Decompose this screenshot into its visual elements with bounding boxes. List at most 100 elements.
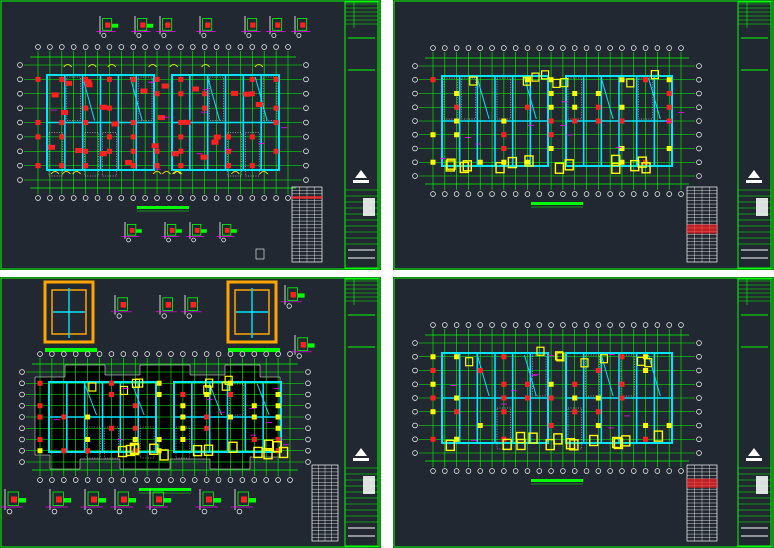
detail-fill	[200, 229, 207, 233]
detail-column	[190, 302, 197, 308]
structural-column	[249, 76, 255, 82]
foundation-detail	[226, 280, 280, 352]
section-detail	[156, 16, 176, 38]
detail-column	[224, 228, 230, 233]
detail-bubble	[116, 508, 123, 515]
axis-bubble	[548, 45, 554, 51]
axis-bubble	[154, 44, 160, 50]
structural-column	[524, 395, 530, 401]
structural-column	[666, 77, 672, 83]
door-swing	[201, 64, 210, 68]
balcony-beam	[459, 161, 469, 174]
detail-fill	[63, 498, 71, 503]
axis-bubble	[166, 44, 172, 50]
stair-diagonal	[476, 354, 490, 397]
axis-bubble	[696, 104, 702, 110]
title-block-frame	[344, 1, 379, 269]
detail-bubble	[296, 353, 302, 359]
axis-bubble	[303, 148, 309, 155]
drawing-sheet-bottom-left[interactable]	[0, 277, 381, 548]
axis-bubble	[465, 322, 472, 328]
structural-column	[249, 134, 255, 140]
balcony-beam	[203, 385, 212, 395]
structural-column	[178, 76, 184, 82]
axis-bubble	[412, 104, 418, 110]
section-detail	[96, 16, 119, 38]
structural-column	[204, 414, 210, 420]
detail-bubble	[126, 237, 131, 243]
structural-column	[156, 437, 162, 442]
axis-bubble	[213, 44, 220, 50]
structural-column	[548, 118, 554, 124]
structural-column	[106, 148, 112, 154]
structural-column	[430, 132, 436, 138]
sheet-svg	[0, 0, 381, 270]
hatch-area	[245, 132, 260, 177]
axis-bubble	[249, 195, 256, 201]
structural-column	[37, 380, 43, 386]
axis-bubble	[607, 45, 613, 51]
detail-bubble	[186, 313, 192, 319]
structural-column	[106, 134, 112, 140]
axis-bubble	[47, 44, 53, 50]
detail-bubble	[101, 33, 107, 38]
axis-bubble	[287, 477, 293, 483]
section-detail	[216, 222, 237, 243]
drawing-sheet-top-left[interactable]	[0, 0, 381, 270]
balcony-beam	[495, 161, 505, 174]
structural-column	[130, 76, 136, 82]
balcony-beam	[553, 433, 563, 445]
axis-bubble	[19, 380, 25, 386]
axis-bubble	[631, 191, 637, 197]
structural-column	[183, 119, 191, 125]
detail-bubble	[136, 33, 142, 38]
structural-column	[108, 392, 114, 397]
axis-bubble	[412, 395, 418, 401]
stair-diagonal	[524, 354, 537, 397]
drawing-sheet-bottom-right[interactable]	[393, 277, 774, 548]
axis-bubble	[17, 177, 23, 183]
axis-bubble	[631, 45, 637, 51]
axis-bubble	[442, 468, 448, 474]
balcony-beam	[131, 378, 141, 388]
stair-diagonal	[129, 76, 143, 121]
structural-column	[154, 148, 160, 154]
axis-bubble	[275, 351, 281, 357]
axis-bubble	[477, 191, 483, 197]
structural-column	[85, 437, 91, 442]
detail-outline	[162, 297, 174, 311]
axis-bubble	[178, 195, 184, 201]
section-detail	[110, 295, 132, 319]
axis-bubble	[59, 44, 65, 50]
axis-bubble	[72, 477, 79, 483]
axis-bubble	[477, 45, 483, 51]
structural-column	[275, 425, 281, 431]
axis-bubble	[303, 62, 309, 68]
axis-bubble	[412, 340, 418, 346]
axis-bubble	[19, 459, 25, 465]
balcony-beam	[253, 446, 263, 459]
structural-column	[454, 395, 460, 401]
axis-bubble	[96, 351, 103, 357]
axis-bubble	[84, 477, 91, 483]
foundation-outline	[43, 280, 95, 344]
structural-column	[572, 381, 578, 387]
balcony-beam	[564, 159, 574, 171]
table-highlight	[687, 478, 717, 488]
axis-bubble	[583, 322, 590, 328]
hatch-area	[84, 132, 99, 177]
balcony-beam	[469, 76, 478, 86]
structural-column	[202, 105, 208, 111]
axis-bubble	[696, 367, 702, 374]
axis-bubble	[412, 409, 418, 415]
structural-column	[213, 134, 221, 140]
structural-column	[35, 134, 41, 140]
structural-column	[643, 423, 649, 428]
axis-bubble	[489, 191, 495, 197]
axis-bubble	[412, 145, 418, 152]
axis-bubble	[305, 436, 311, 443]
balcony-beam	[536, 346, 545, 356]
balcony-beam	[580, 358, 589, 368]
drawing-sheet-top-right[interactable]	[393, 0, 774, 270]
detail-column	[121, 496, 127, 503]
